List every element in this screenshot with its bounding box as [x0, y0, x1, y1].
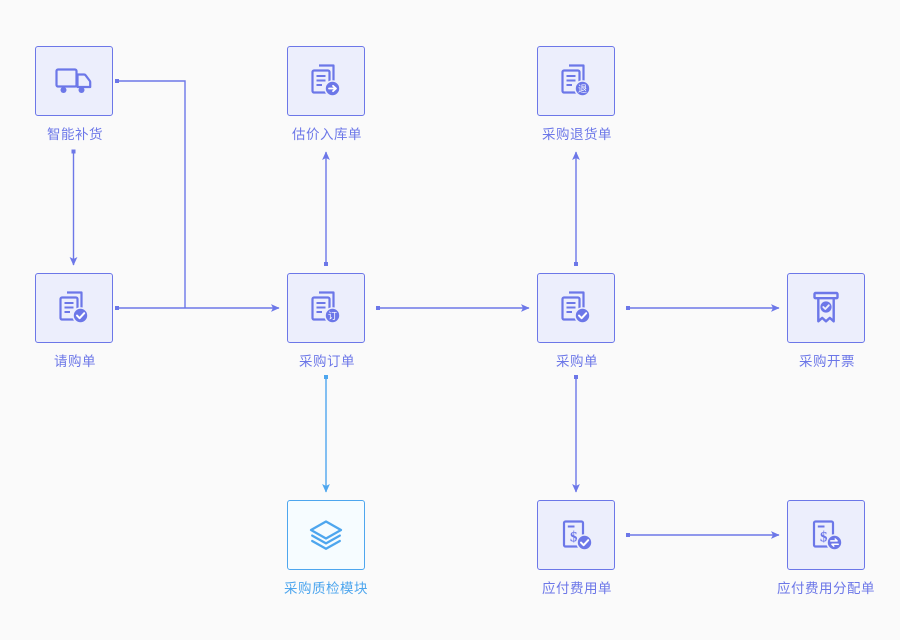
node-box-purchase-receipt[interactable]: [537, 273, 615, 343]
node-payable-expense-allocation-order[interactable]: $ 应付费用分配单: [777, 500, 875, 596]
node-requisition-order[interactable]: 请购单: [35, 273, 115, 369]
edge-payable-expense-to-allocation: [626, 531, 780, 539]
edge-purchase-receipt-to-return-order: [572, 151, 580, 266]
document-order-icon: 订: [311, 291, 341, 324]
svg-text:订: 订: [328, 311, 337, 321]
document-check-icon: [561, 291, 591, 324]
node-purchase-order[interactable]: 订 采购订单: [287, 273, 367, 369]
money-document-check-icon: $: [562, 520, 593, 551]
edge-purchase-order-to-purchase-receipt: [376, 304, 530, 312]
document-return-icon: 退: [561, 64, 591, 97]
node-label-purchase-quality-module: 采购质检模块: [284, 581, 368, 596]
node-box-requisition-order[interactable]: [35, 273, 113, 343]
node-label-payable-expense-allocation-order: 应付费用分配单: [777, 581, 875, 596]
node-label-estimated-inbound-order: 估价入库单: [292, 127, 362, 142]
node-box-estimated-inbound-order[interactable]: [287, 46, 365, 116]
edge-smart-replenishment-to-requisition: [69, 149, 78, 266]
node-purchase-quality-module[interactable]: 采购质检模块: [284, 500, 368, 596]
truck-icon: [55, 68, 92, 93]
node-box-purchase-quality-module[interactable]: [287, 500, 365, 570]
node-label-requisition-order: 请购单: [54, 354, 96, 369]
node-label-smart-replenishment: 智能补货: [47, 127, 103, 142]
node-box-purchase-return-order[interactable]: 退: [537, 46, 615, 116]
edge-requisition-to-purchase-order: [115, 304, 280, 312]
svg-text:$: $: [570, 530, 578, 546]
node-label-purchase-return-order: 采购退货单: [542, 127, 612, 142]
svg-text:退: 退: [578, 84, 587, 94]
node-estimated-inbound-order[interactable]: 估价入库单: [287, 46, 367, 142]
node-label-payable-expense-order: 应付费用单: [542, 581, 612, 596]
node-box-payable-expense-allocation-order[interactable]: $: [787, 500, 865, 570]
money-document-exchange-icon: $: [812, 520, 843, 551]
invoice-ribbon-check-icon: [813, 291, 839, 323]
node-box-purchase-order[interactable]: 订: [287, 273, 365, 343]
node-purchase-receipt[interactable]: 采购单: [537, 273, 617, 369]
node-payable-expense-order[interactable]: $ 应付费用单: [537, 500, 617, 596]
edge-purchase-order-to-estimated-inbound: [322, 151, 330, 266]
layers-icon: [309, 520, 343, 550]
node-box-smart-replenishment[interactable]: [35, 46, 113, 116]
node-smart-replenishment[interactable]: 智能补货: [35, 46, 115, 142]
svg-text:$: $: [820, 530, 828, 546]
node-box-purchase-invoicing[interactable]: [787, 273, 865, 343]
edge-purchase-order-to-quality-module: [322, 375, 330, 493]
edge-purchase-receipt-to-payable-expense: [572, 375, 580, 493]
edge-purchase-receipt-to-invoicing: [626, 304, 780, 312]
document-check-icon: [59, 291, 89, 324]
node-label-purchase-invoicing: 采购开票: [799, 354, 855, 369]
node-purchase-invoicing[interactable]: 采购开票: [787, 273, 867, 369]
node-purchase-return-order[interactable]: 退 采购退货单: [537, 46, 617, 142]
document-arrow-icon: [311, 64, 341, 97]
node-label-purchase-receipt: 采购单: [556, 354, 598, 369]
edge-smart-replenishment-to-purchase-order: [115, 79, 186, 308]
node-label-purchase-order: 采购订单: [299, 354, 355, 369]
node-box-payable-expense-order[interactable]: $: [537, 500, 615, 570]
